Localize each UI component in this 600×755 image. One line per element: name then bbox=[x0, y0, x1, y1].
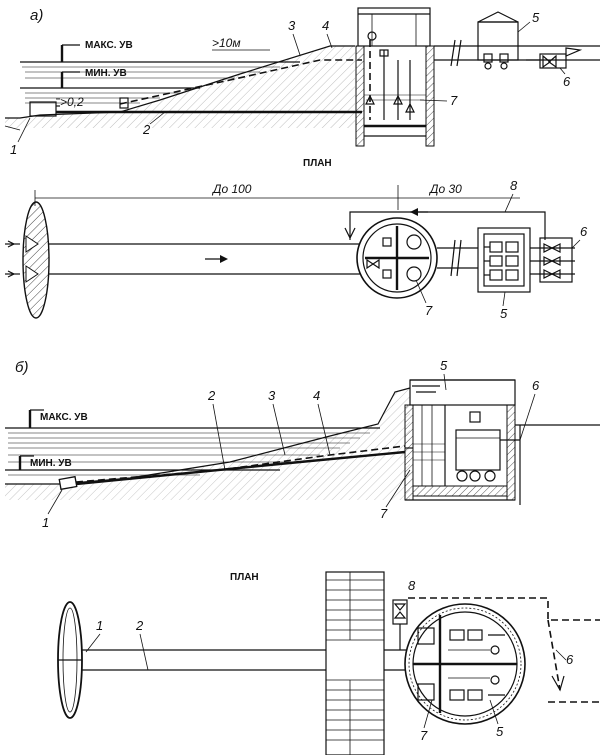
part-b-plan: ПЛАН 1 2 bbox=[57, 571, 600, 755]
max-level-label-a: МАКС. УВ bbox=[85, 40, 133, 51]
well-plan-a bbox=[356, 217, 438, 299]
max-level-marker-a: МАКС. УВ bbox=[60, 40, 133, 62]
valve-chamber-a bbox=[526, 47, 583, 69]
callout-1-b: 1 bbox=[42, 515, 49, 530]
callout-3-b: 3 bbox=[268, 388, 276, 403]
callout-2-a: 2 bbox=[142, 122, 151, 137]
intake-head-plan-a bbox=[5, 201, 50, 319]
callout-6-plan-b: 6 bbox=[566, 652, 574, 667]
dim-10m: >10м bbox=[212, 36, 270, 51]
flush-line-plan-a bbox=[349, 211, 546, 240]
callout-5-b: 5 bbox=[440, 358, 448, 373]
callout-1-plan-b: 1 bbox=[96, 618, 103, 633]
building-outline-b bbox=[408, 597, 600, 621]
callout-6-plan-a: 6 bbox=[580, 224, 588, 239]
callout-7-b: 7 bbox=[380, 506, 388, 521]
callout-4-a: 4 bbox=[322, 18, 329, 33]
intake-head-a bbox=[29, 101, 60, 117]
pump-building-a bbox=[477, 11, 519, 70]
min-level-marker-b: МИН. УВ bbox=[18, 455, 72, 470]
callout-7-plan-b: 7 bbox=[420, 728, 428, 743]
max-level-label-b: МАКС. УВ bbox=[40, 412, 88, 423]
valve-chamber-plan-a bbox=[530, 237, 575, 283]
plan-title-b: ПЛАН bbox=[230, 572, 259, 583]
min-level-label-a: МИН. УВ bbox=[85, 68, 127, 79]
suction-pipe-b bbox=[75, 450, 406, 486]
callout-5-plan-a: 5 bbox=[500, 306, 508, 321]
callout-4-b: 4 bbox=[313, 388, 320, 403]
callout-6-b: 6 bbox=[532, 378, 540, 393]
dim-100-label: До 100 bbox=[211, 182, 252, 196]
callout-6-a: 6 bbox=[563, 74, 571, 89]
callout-3-a: 3 bbox=[288, 18, 296, 33]
well-shaft-a bbox=[355, 7, 435, 147]
min-level-marker-a: МИН. УВ bbox=[60, 68, 127, 88]
callout-7-a: 7 bbox=[450, 93, 458, 108]
part-a-label: а) bbox=[30, 7, 43, 24]
callout-8-a: 8 bbox=[510, 178, 518, 193]
intake-head-b bbox=[58, 475, 78, 491]
callout-2-plan-b: 2 bbox=[135, 618, 144, 633]
callout-5-plan-b: 5 bbox=[496, 724, 504, 739]
station-structure-b bbox=[404, 379, 520, 501]
callout-2-b: 2 bbox=[207, 388, 216, 403]
intake-head-plan-b bbox=[57, 601, 83, 719]
dim-30-label: До 30 bbox=[428, 182, 462, 196]
callout-5-a: 5 bbox=[532, 10, 540, 25]
flush-valve-plan-b bbox=[392, 599, 408, 650]
callout-7-plan-a: 7 bbox=[425, 303, 433, 318]
dim-02-label: >0,2 bbox=[60, 95, 84, 109]
part-b-label: б) bbox=[15, 359, 28, 376]
callout-1-a: 1 bbox=[10, 142, 17, 157]
bank-strip-plan-b bbox=[325, 571, 385, 755]
well-plan-b bbox=[404, 603, 526, 725]
plan-title-a: ПЛАН bbox=[303, 158, 332, 169]
part-a-section: а) МАКС. УВ МИН. УВ >10м bbox=[4, 7, 600, 157]
part-a-plan: ПЛАН До 100 До 30 8 bbox=[5, 158, 588, 321]
callout-8-plan-b: 8 bbox=[408, 578, 416, 593]
min-level-label-b: МИН. УВ bbox=[30, 458, 72, 469]
siphon-pipe-a bbox=[119, 59, 362, 105]
pump-station-plan-a bbox=[477, 227, 531, 293]
siphon-pipe-b bbox=[75, 445, 406, 483]
part-b-section: б) МАКС. УВ МИН. УВ bbox=[5, 358, 600, 530]
dim-10m-label: >10м bbox=[212, 36, 241, 50]
max-level-marker-b: МАКС. УВ bbox=[28, 409, 88, 428]
